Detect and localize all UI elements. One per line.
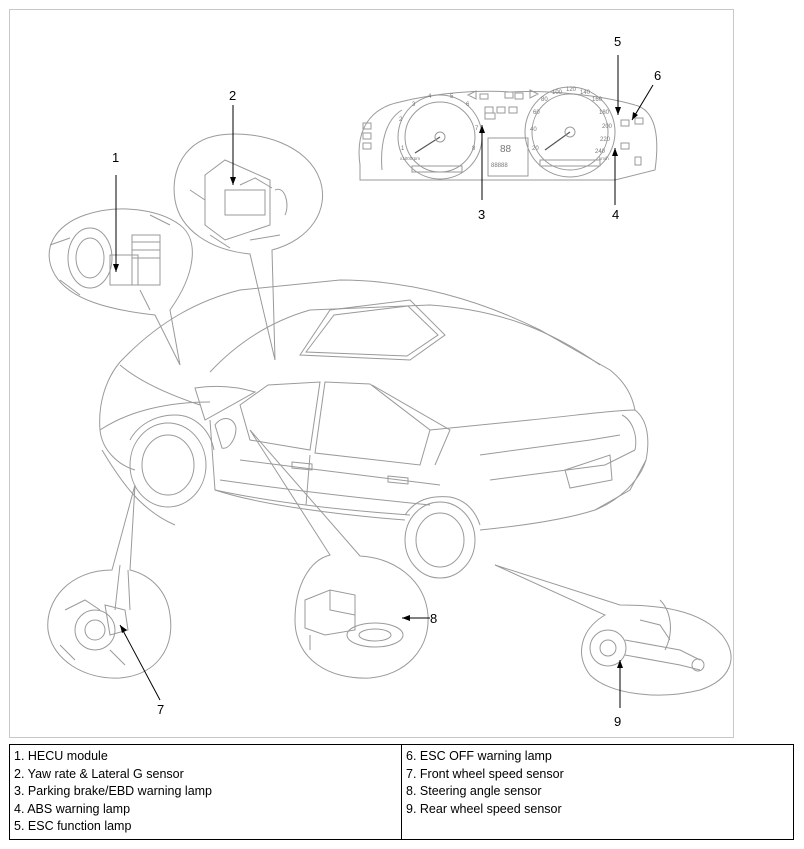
rear-wheel-speed-sensor-bubble [494,564,732,696]
callout-1: 1 [112,150,119,165]
speed-tick-200: 200 [602,124,613,130]
speed-tick-80: 80 [541,97,548,103]
speed-tick-60: 60 [533,110,540,116]
speed-tick-160: 160 [592,97,603,103]
callout-9: 9 [614,714,621,729]
legend-table: 1. HECU module 2. Yaw rate & Lateral G s… [9,744,794,840]
trip-digits: 88888 [491,163,508,169]
callout-7: 7 [157,702,164,717]
tach-tick-5: 5 [450,94,454,100]
speed-unit-label: km/h [599,156,609,161]
tach-tick-6: 6 [466,102,470,108]
callout-4: 4 [612,207,619,222]
tach-tick-3: 3 [412,102,416,108]
speed-tick-20: 20 [532,146,539,152]
callout-3: 3 [478,207,485,222]
speed-tick-240: 240 [595,149,606,155]
speed-tick-40: 40 [530,127,537,133]
instrument-cluster [358,86,658,181]
legend-item-6: 6. ESC OFF warning lamp [406,749,552,763]
car-illustration [99,279,649,579]
legend-item-3: 3. Parking brake/EBD warning lamp [14,784,213,798]
legend-column-right: 6. ESC OFF warning lamp 7. Front wheel s… [401,745,793,839]
yaw-rate-sensor-bubble [173,133,324,361]
legend-column-left: 1. HECU module 2. Yaw rate & Lateral G s… [10,745,401,839]
steering-angle-sensor-bubble [249,429,429,679]
callout-5: 5 [614,34,621,49]
tach-tick-4: 4 [428,94,432,100]
legend-item-7: 7. Front wheel speed sensor [406,766,564,781]
legend-item-4: 4. ABS warning lamp [14,801,131,816]
speed-tick-220: 220 [600,137,611,143]
legend-item-1: 1. HECU module [14,749,108,763]
speed-tick-100: 100 [552,90,563,96]
tach-tick-7: 7 [475,126,479,132]
front-wheel-speed-sensor-bubble [47,484,172,679]
system-diagram: 1 2 3 4 5 6 7 8 9 1 2 3 4 5 6 7 8 20 40 … [9,9,734,738]
callout-8: 8 [430,611,437,626]
odometer-digits: 88 [500,144,512,155]
tach-tick-2: 2 [399,117,403,123]
legend-item-8: 8. Steering angle sensor [406,784,542,798]
speed-tick-140: 140 [580,90,591,96]
tach-tick-1: 1 [401,146,405,152]
leader-line-7 [119,624,161,701]
speed-tick-120: 120 [566,87,577,93]
callout-6: 6 [654,68,661,83]
hecu-module-bubble [48,208,193,366]
callout-2: 2 [229,88,236,103]
legend-item-5: 5. ESC function lamp [14,819,132,833]
speed-tick-180: 180 [599,110,610,116]
tach-tick-8: 8 [472,146,476,152]
tach-unit-label: x1000rpm [400,156,420,161]
legend-item-9: 9. Rear wheel speed sensor [406,801,562,816]
legend-item-2: 2. Yaw rate & Lateral G sensor [14,766,184,781]
